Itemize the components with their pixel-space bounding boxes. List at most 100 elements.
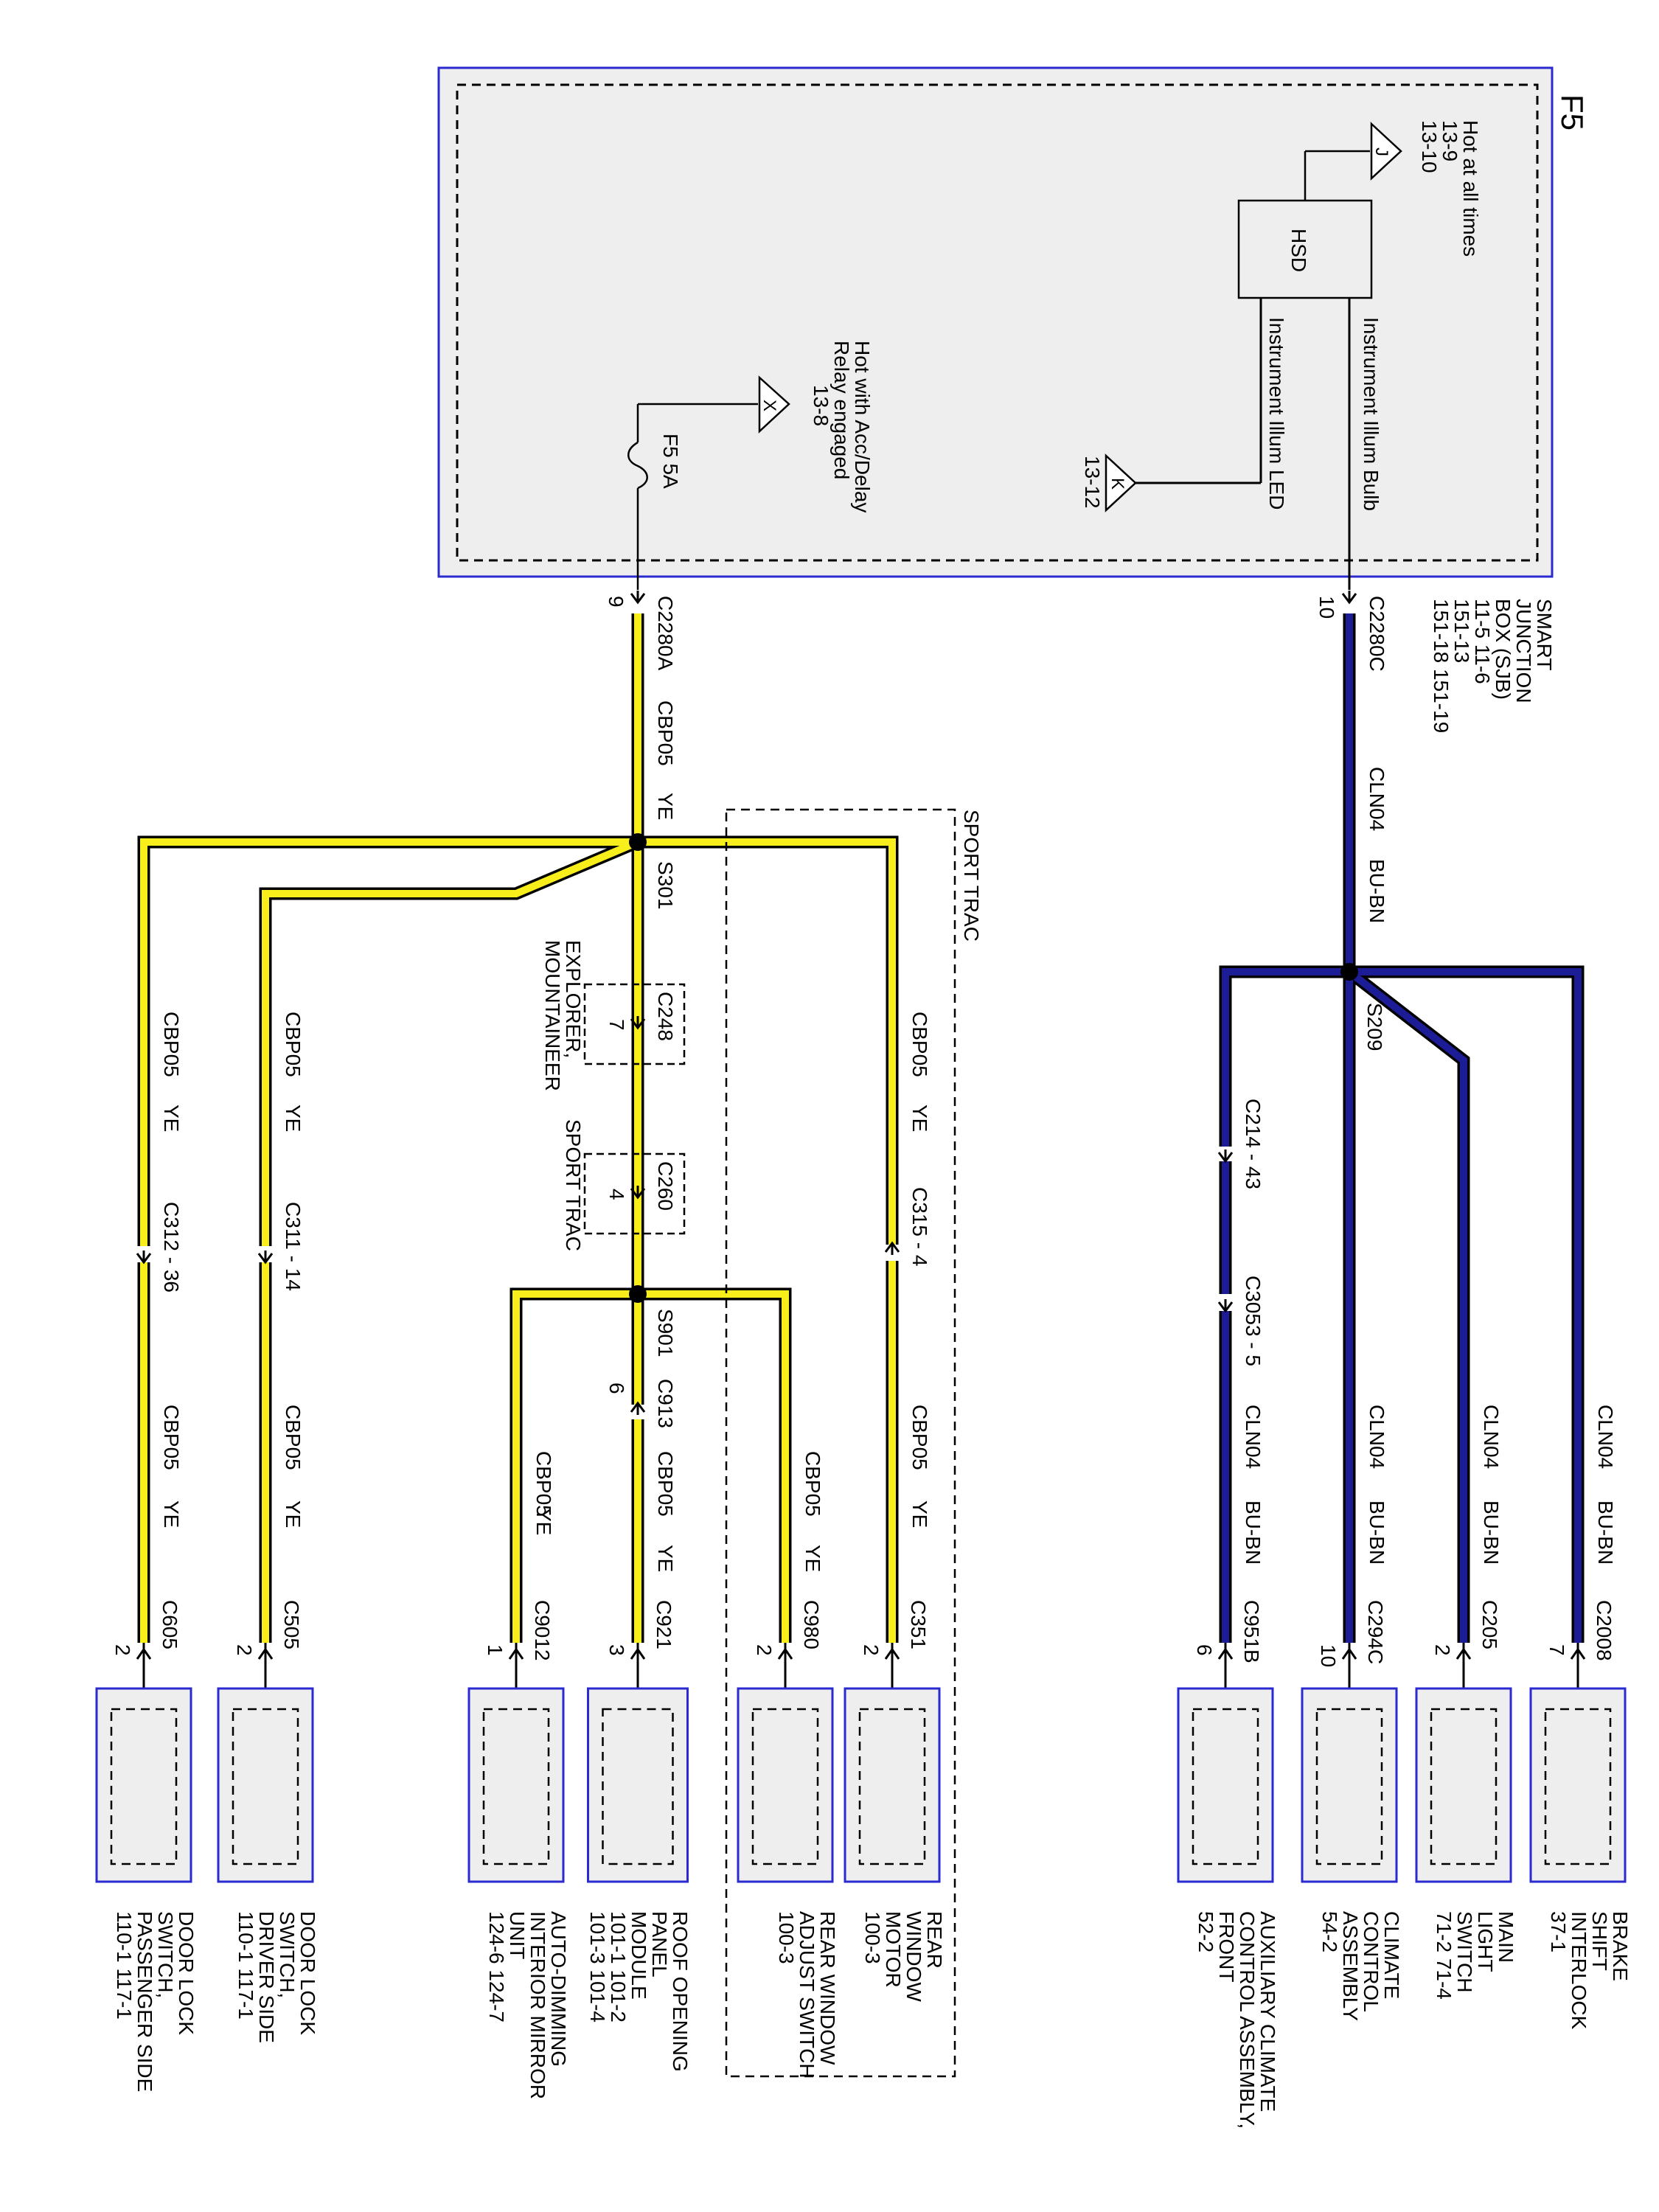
component-description-line: PANEL [648,1911,671,1978]
trunk-cbp05: CBP05 [654,700,677,766]
component-connector-label: C921 [653,1600,675,1649]
c913-symbol [630,1402,646,1416]
component-inner-dashed [110,1708,178,1865]
component-description-line: CLIMATE [1380,1911,1403,1999]
component-inner-dashed [1315,1708,1383,1865]
component-description-line: 101-3 101-4 [586,1911,609,2023]
hot-at-all-times-label: Hot at all times 13-9 13-10 [1418,120,1482,257]
svg-text:Hot at all times: Hot at all times [1459,120,1482,257]
yellow-branch-labels: CBP05 YE CBP05 YE CBP05 YE CBP05 YE CBP0… [160,1012,931,1572]
component-pin-label: 6 [1193,1644,1216,1656]
svg-text:CBP05: CBP05 [801,1451,824,1517]
component-box [1415,1687,1512,1883]
fuse-label: F5 5A [659,434,682,489]
c311-symbol [257,1249,274,1264]
component-inner-dashed [1430,1708,1498,1865]
trunk-cln04: CLN04 [1366,767,1388,831]
components-layer: C20087BRAKESHIFTINTERLOCK37-1C2052MAINLI… [95,1600,1632,2129]
component-description-line: REAR WINDOW [816,1911,839,2065]
component-description-line: DRIVER SIDE [255,1911,278,2043]
component-connector-label: C951B [1240,1600,1263,1663]
component-inner-dashed [858,1708,926,1865]
c312-label: C312 - 36 [160,1202,183,1293]
component-description-line: SWITCH, [276,1911,299,1998]
c311-label: C311 - 14 [282,1202,305,1291]
component-description-line: DOOR LOCK [296,1911,319,2035]
component-box [587,1687,689,1883]
component-description-line: CONTROL ASSEMBLY, [1236,1911,1259,2129]
c248-pin: 7 [605,1019,628,1031]
c214-label: C214 - 43 [1242,1099,1265,1189]
component-connector-label: C351 [907,1600,930,1649]
component-description-line: 110-1 117-1 [113,1911,136,2020]
svg-text:CBP05: CBP05 [282,1405,305,1470]
component-description-line: MAIN [1495,1911,1517,1963]
component-pin-label: 2 [1431,1644,1454,1656]
illum-bulb-label: Instrument Illum Bulb [1360,317,1382,511]
c2280c-label: C2280C [1366,596,1388,672]
svg-text:YE: YE [908,1105,931,1132]
sport-trac-c260-label: SPORT TRAC [562,1119,585,1251]
splice-s301-label: S301 [654,861,677,909]
component-description-line: AUTO-DIMMING [547,1911,570,2067]
svg-text:YE: YE [532,1508,555,1535]
component-inner-dashed [1544,1708,1612,1865]
svg-text:CBP05: CBP05 [160,1405,183,1470]
component-description-line: SWITCH, [154,1911,177,1998]
sport-trac-label: SPORT TRAC [960,810,983,942]
component-pin-label: 7 [1545,1644,1568,1656]
splice-s209-dot [1340,963,1358,981]
component-description-line: 100-3 [775,1911,798,1964]
component-connector-label: C605 [159,1600,181,1649]
svg-text:CLN04: CLN04 [1242,1405,1265,1469]
hsd-label: HSD [1287,229,1310,272]
page-label: F5 [1555,94,1590,131]
trunk-bubn: BU-BN [1366,859,1388,923]
c3053-label: C3053 - 5 [1242,1276,1265,1366]
component-description-line: SHIFT [1588,1911,1611,1971]
svg-text:BOX (SJB): BOX (SJB) [1492,599,1514,700]
svg-text:CLN04: CLN04 [1594,1405,1617,1469]
ref-k: K 13-12 [1081,453,1137,512]
component-description-line: 110-1 117-1 [234,1911,257,2020]
component-inner-dashed [751,1708,819,1865]
svg-text:BU-BN: BU-BN [1366,1500,1388,1565]
c315-label: C315 - 4 [908,1187,931,1266]
svg-text:SMART: SMART [1533,599,1556,671]
c260-box [583,1152,686,1235]
component-description-line: CONTROL [1360,1911,1382,2012]
component-description-line: BRAKE [1609,1911,1632,1981]
svg-text:YE: YE [160,1500,183,1528]
component-description-line: 71-2 71-4 [1433,1911,1455,2000]
component-description-line: ADJUST SWITCH [796,1911,818,2079]
c312-symbol [136,1249,152,1264]
c2280a-label: C2280A [654,596,677,671]
component-description-line: 54-2 [1318,1911,1341,1952]
component-connector-label: C205 [1478,1600,1501,1649]
component-box [737,1687,834,1883]
svg-text:151-18 151-19: 151-18 151-19 [1430,599,1453,733]
svg-text:YE: YE [282,1105,305,1132]
component-connector-label: C294C [1364,1600,1387,1664]
component-description-line: 52-2 [1194,1911,1217,1952]
component-box [1177,1687,1274,1883]
splice-s301-dot [629,833,647,851]
component-description-line: AUXILIARY CLIMATE [1256,1911,1279,2112]
svg-text:YE: YE [654,1545,677,1572]
svg-text:YE: YE [160,1105,183,1132]
component-description-line: INTERIOR MIRROR [526,1911,549,2099]
c3053-symbol [1217,1298,1234,1312]
component-description-line: INTERLOCK [1568,1911,1590,2030]
c248-label: C248 [654,992,677,1041]
component-box [1529,1687,1627,1883]
component-box [467,1687,565,1883]
component-pin-label: 2 [233,1644,256,1656]
component-inner-dashed [482,1708,550,1865]
component-description-line: 124-6 124-7 [485,1911,508,2023]
svg-text:11-5 11-6: 11-5 11-6 [1471,599,1494,684]
